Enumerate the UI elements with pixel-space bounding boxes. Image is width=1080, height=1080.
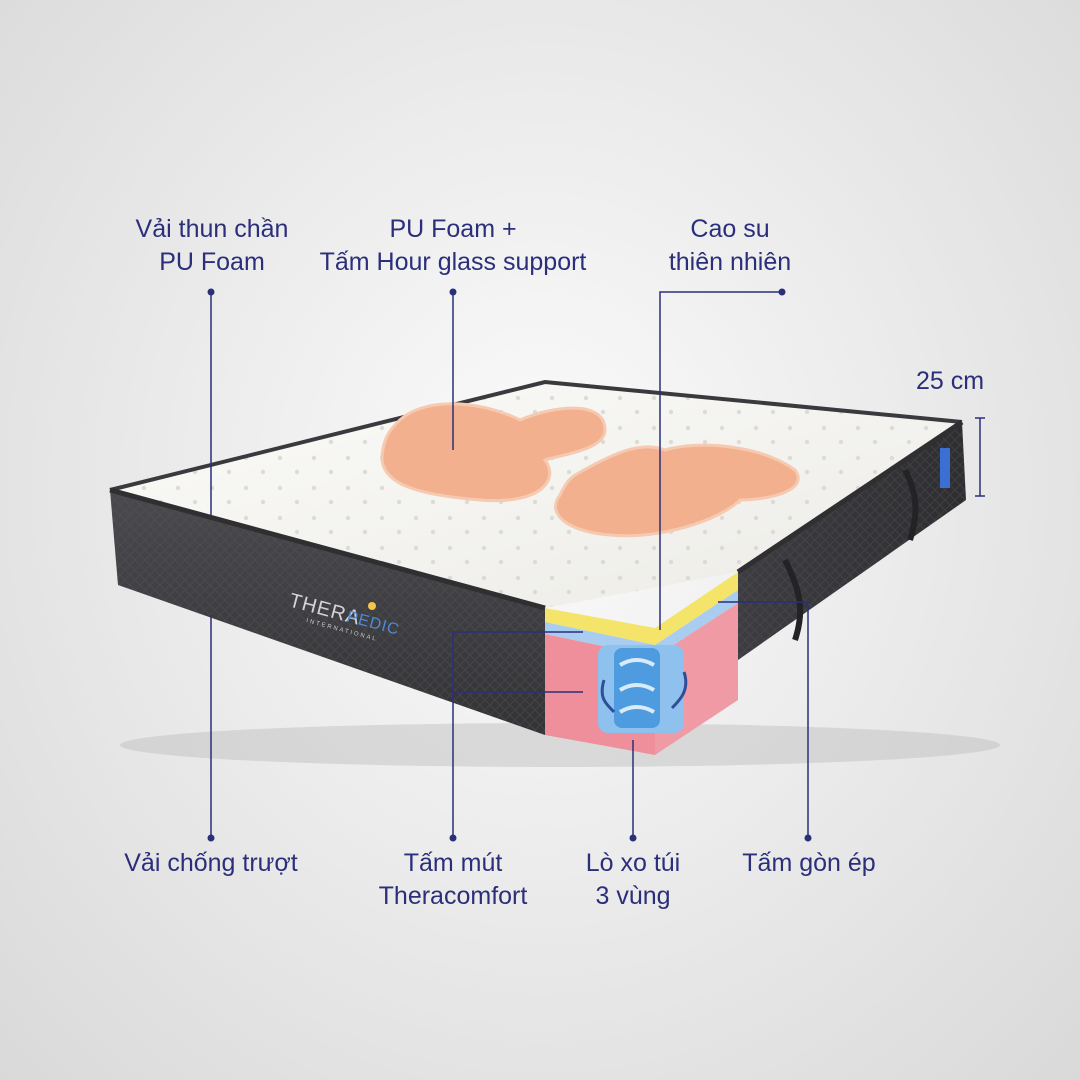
label-line: PU Foam [159,248,265,276]
label-line: 3 vùng [595,882,671,910]
callout-dot [629,834,637,842]
label-line: 25 cm [915,367,985,395]
callout-dot [207,834,215,842]
label-line: Vải chống trượt [124,849,298,877]
mattress-top-piping [109,419,964,611]
mattress-handle [782,558,804,641]
label-line: Theracomfort [378,882,528,910]
callout-lines [210,291,985,838]
cutaway-latex-layer [545,572,738,645]
label-line: Tấm mút [403,849,503,877]
label-line: Tấm gòn ép [742,849,876,877]
label-line: thiên nhiên [668,248,792,276]
brand-logo-sun [368,602,376,610]
label-pocket-springs: Lò xo túi 3 vùng [563,847,703,913]
callout-dot [207,288,215,296]
mattress-cutaway [545,572,738,755]
callout-dots [207,288,812,842]
hourglass-pad [554,443,800,538]
callout-dot [778,288,786,296]
side-logo-badge [940,448,950,488]
callout-line-bottom-4 [718,601,809,838]
mattress-top-piping [109,379,963,492]
label-line: Cao su [690,215,770,243]
spring-coil [618,658,656,714]
spring-coil [600,671,688,714]
label-pu-foam-hourglass: PU Foam + Tấm Hour glass support [303,213,603,279]
label-anti-slip-fabric: Vải chống trượt [96,847,326,880]
label-quilted-fabric: Vải thun chần PU Foam [112,213,312,279]
cutaway-blue-layer [545,590,738,657]
label-line: PU Foam + [389,215,517,243]
label-height: 25 cm [900,365,1000,398]
label-compressed-fiber: Tấm gòn ép [728,847,890,880]
mattress-front-side-texture [110,490,545,735]
label-line: Lò xo túi [585,849,681,877]
callout-line-top-right [659,291,782,630]
label-natural-latex: Cao su thiên nhiên [640,213,820,279]
label-theracomfort-foam: Tấm mút Theracomfort [358,847,548,913]
label-line: Tấm Hour glass support [319,248,587,276]
callout-dot [449,834,457,842]
label-line: Vải thun chần [135,215,289,243]
callout-dot [804,834,812,842]
hourglass-pad [380,402,607,503]
callout-line-bottom-2 [452,631,583,838]
mattress-handle [902,468,919,541]
callout-dot [449,288,457,296]
mattress-shadow [120,723,1000,767]
